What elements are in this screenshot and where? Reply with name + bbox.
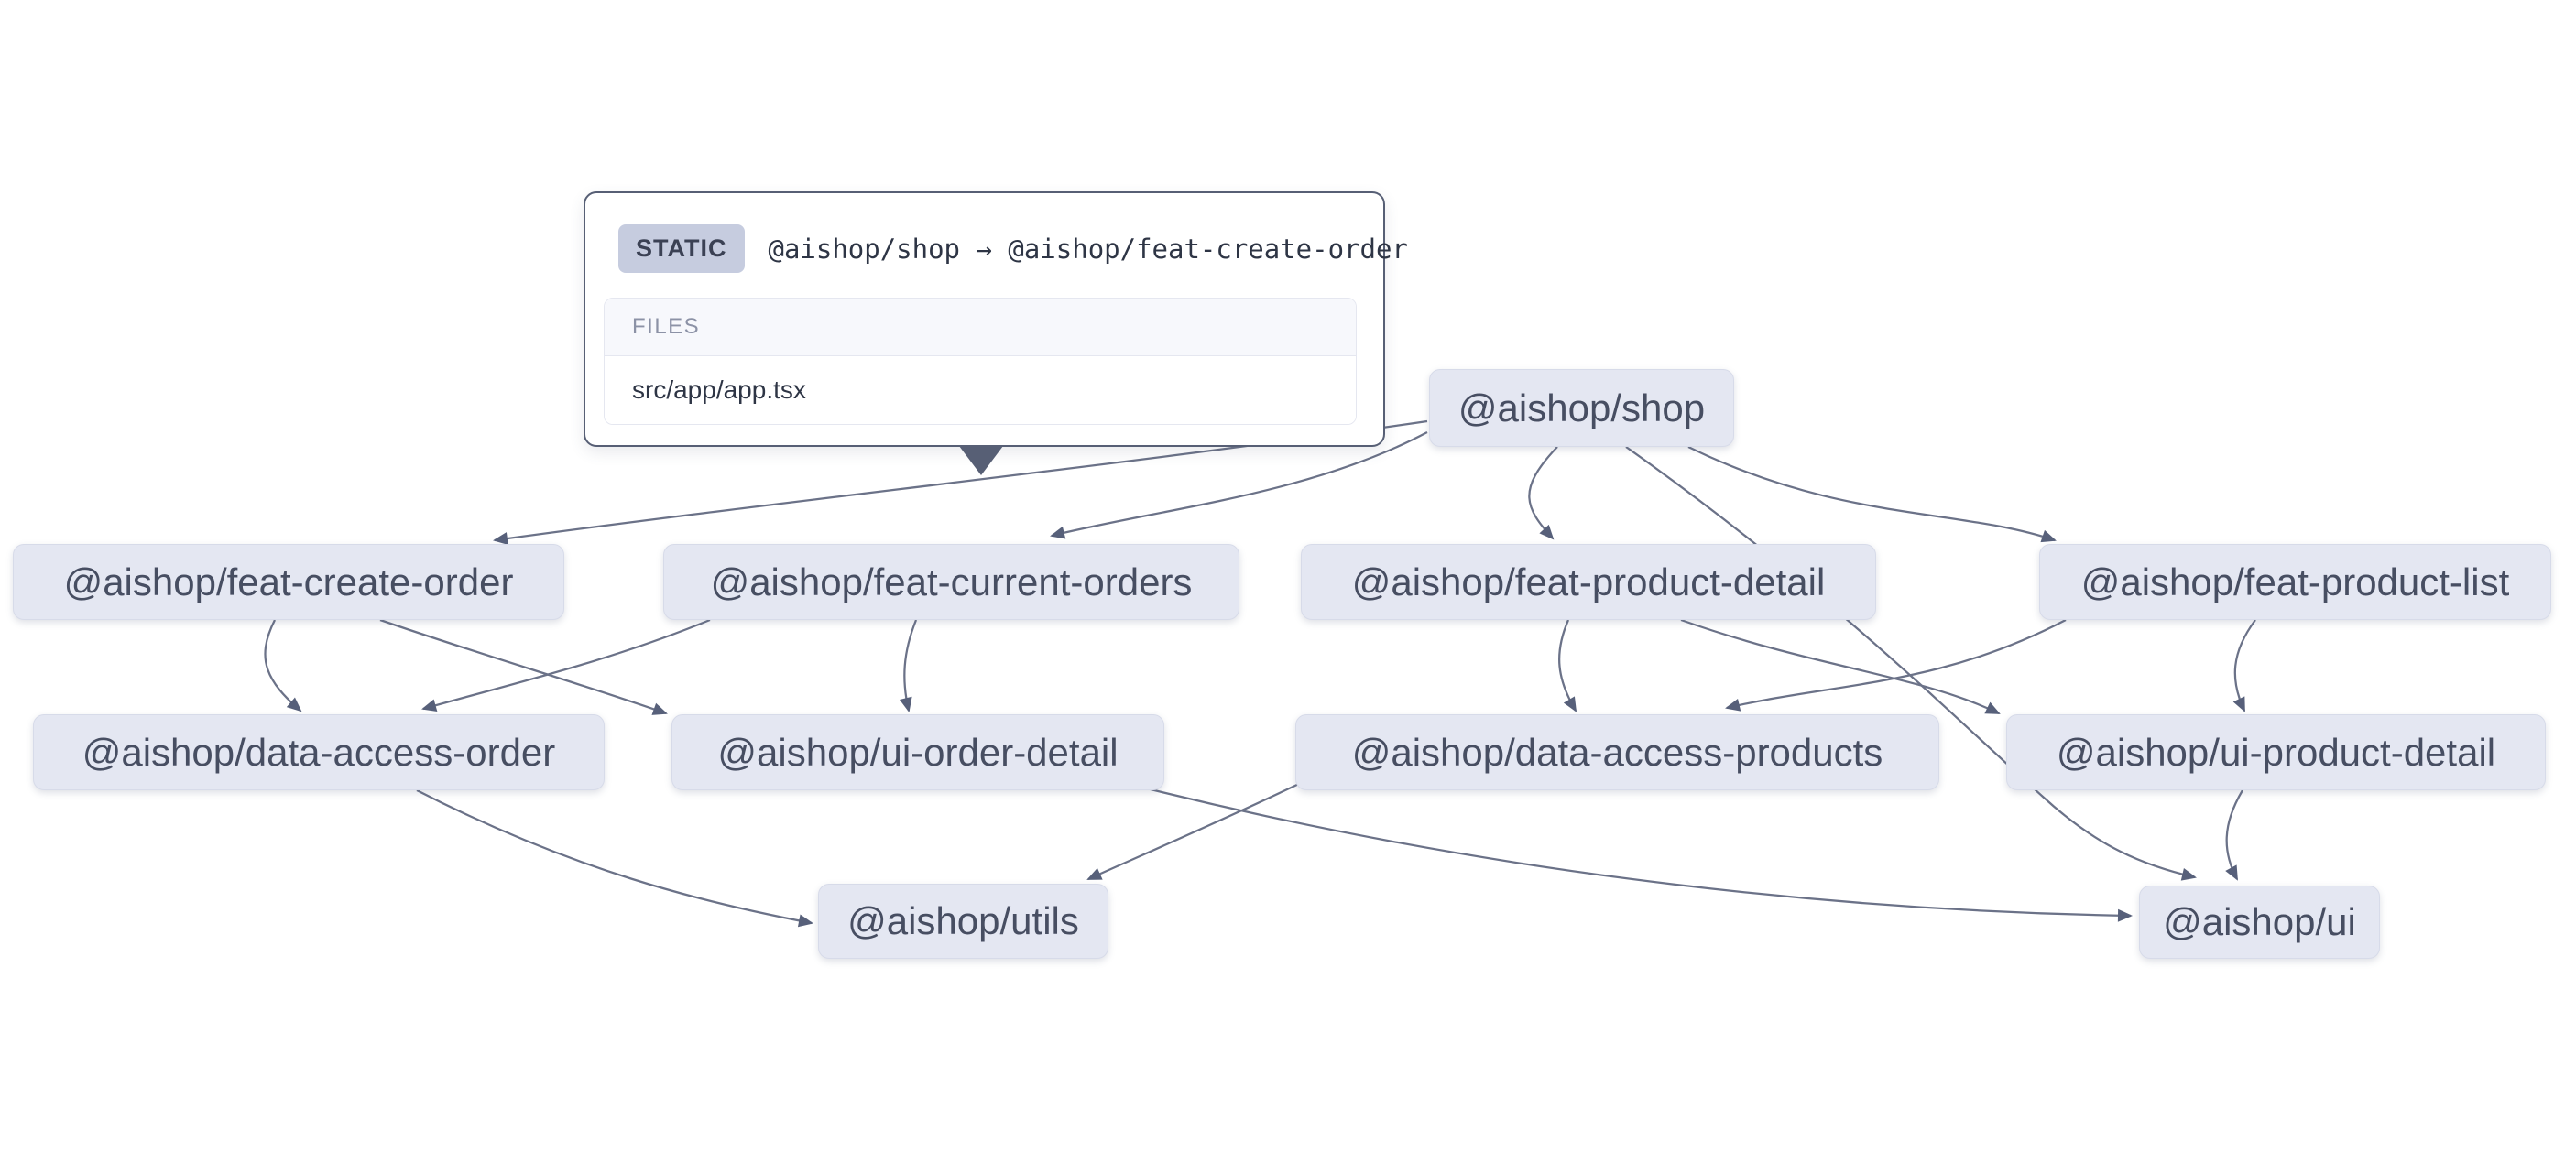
edge-feat-create-order-ui-order-detail[interactable] — [379, 618, 668, 715]
edge-shop-feat-product-detail[interactable] — [1528, 446, 1558, 540]
tooltip-header: STATIC @aishop/shop → @aishop/feat-creat… — [618, 224, 1408, 273]
graph-node-feat-product-detail[interactable]: @aishop/feat-product-detail — [1301, 544, 1876, 620]
file-list-item[interactable]: src/app/app.tsx — [605, 356, 1356, 424]
graph-node-feat-current-orders[interactable]: @aishop/feat-current-orders — [663, 544, 1239, 620]
edge-feat-product-list-ui-product-detail[interactable] — [2232, 619, 2256, 712]
edge-shop-feat-current-orders[interactable] — [1050, 431, 1428, 539]
graph-node-shop[interactable]: @aishop/shop — [1429, 369, 1734, 447]
files-section: FILES src/app/app.tsx — [604, 298, 1357, 425]
edge-feat-current-orders-ui-order-detail[interactable] — [899, 619, 918, 712]
edge-feat-product-detail-ui-product-detail[interactable] — [1680, 618, 2001, 715]
edge-feat-product-list-data-access-products[interactable] — [1725, 619, 2067, 712]
edge-shop-feat-product-list[interactable] — [1687, 445, 2057, 543]
tooltip-caret-icon — [959, 446, 1003, 475]
edge-data-access-order-utils[interactable] — [416, 788, 813, 928]
edge-feat-current-orders-data-access-order[interactable] — [421, 618, 711, 712]
edge-feat-product-detail-data-access-products[interactable] — [1558, 619, 1577, 712]
edge-feat-create-order-data-access-order[interactable] — [264, 619, 302, 712]
graph-node-ui-product-detail[interactable]: @aishop/ui-product-detail — [2006, 714, 2546, 790]
graph-node-ui-order-detail[interactable]: @aishop/ui-order-detail — [671, 714, 1164, 790]
edge-data-access-products-utils[interactable] — [1086, 781, 1302, 881]
edge-tooltip: STATIC @aishop/shop → @aishop/feat-creat… — [584, 191, 1408, 475]
edge-label: @aishop/shop → @aishop/feat-create-order — [768, 233, 1408, 265]
graph-node-feat-create-order[interactable]: @aishop/feat-create-order — [13, 544, 564, 620]
files-section-header: FILES — [605, 299, 1356, 356]
graph-node-data-access-order[interactable]: @aishop/data-access-order — [33, 714, 605, 790]
edge-ui-product-detail-ui[interactable] — [2225, 789, 2243, 881]
graph-node-data-access-products[interactable]: @aishop/data-access-products — [1295, 714, 1939, 790]
graph-node-utils[interactable]: @aishop/utils — [818, 884, 1108, 959]
graph-node-feat-product-list[interactable]: @aishop/feat-product-list — [2039, 544, 2551, 620]
edge-ui-order-detail-ui[interactable] — [1142, 786, 2133, 922]
graph-node-ui[interactable]: @aishop/ui — [2139, 886, 2380, 959]
edge-type-badge: STATIC — [618, 224, 745, 273]
